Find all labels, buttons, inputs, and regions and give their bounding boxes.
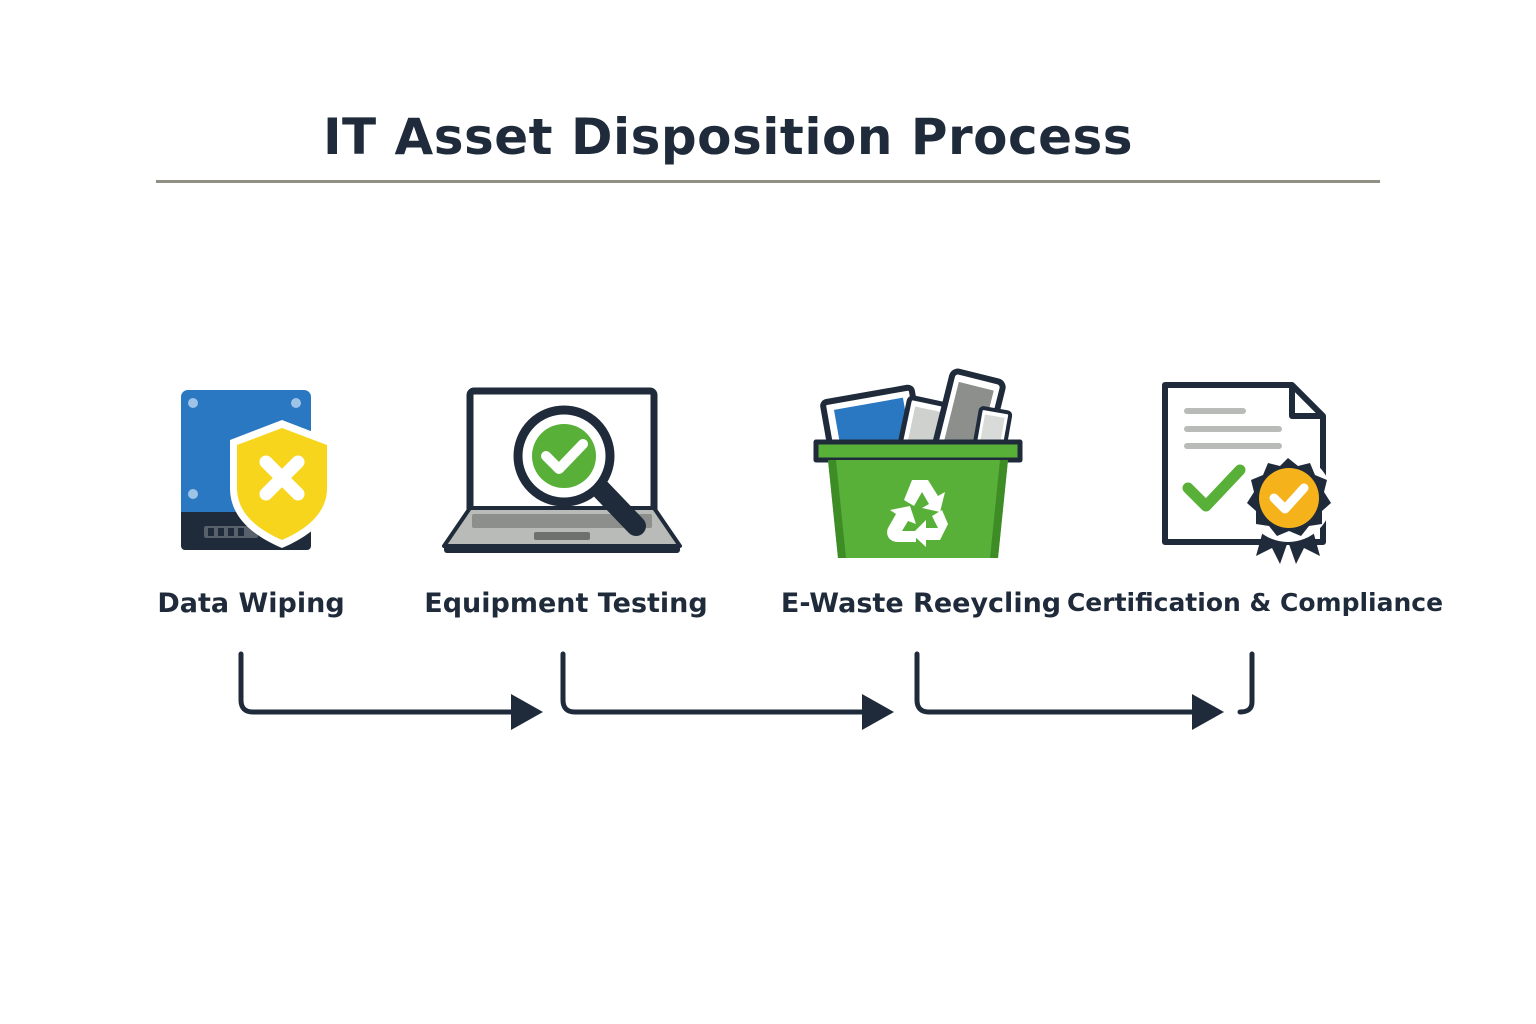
step-label-data-wiping: Data Wiping bbox=[157, 588, 345, 619]
connector-tail-4 bbox=[1237, 651, 1255, 715]
step-label-equipment-testing: Equipment Testing bbox=[424, 588, 708, 619]
arrowhead-3 bbox=[1192, 694, 1224, 730]
step-label-certification-compliance: Certification & Compliance bbox=[1066, 588, 1444, 617]
connector-arrow-2 bbox=[560, 651, 869, 715]
connector-arrow-1 bbox=[238, 651, 519, 715]
hard-drive-shield-icon bbox=[181, 390, 334, 550]
arrowhead-1 bbox=[511, 694, 543, 730]
arrowhead-2 bbox=[862, 694, 894, 730]
title-divider bbox=[156, 180, 1380, 183]
page-title: IT Asset Disposition Process bbox=[322, 108, 1134, 166]
step-label-e-waste-recycling: E-Waste Reeycling bbox=[780, 588, 1062, 619]
recycling-bin-icon bbox=[813, 368, 1023, 558]
certificate-badge-icon bbox=[1162, 382, 1332, 564]
connector-arrow-3 bbox=[914, 651, 1199, 715]
laptop-magnifier-icon bbox=[442, 387, 682, 553]
